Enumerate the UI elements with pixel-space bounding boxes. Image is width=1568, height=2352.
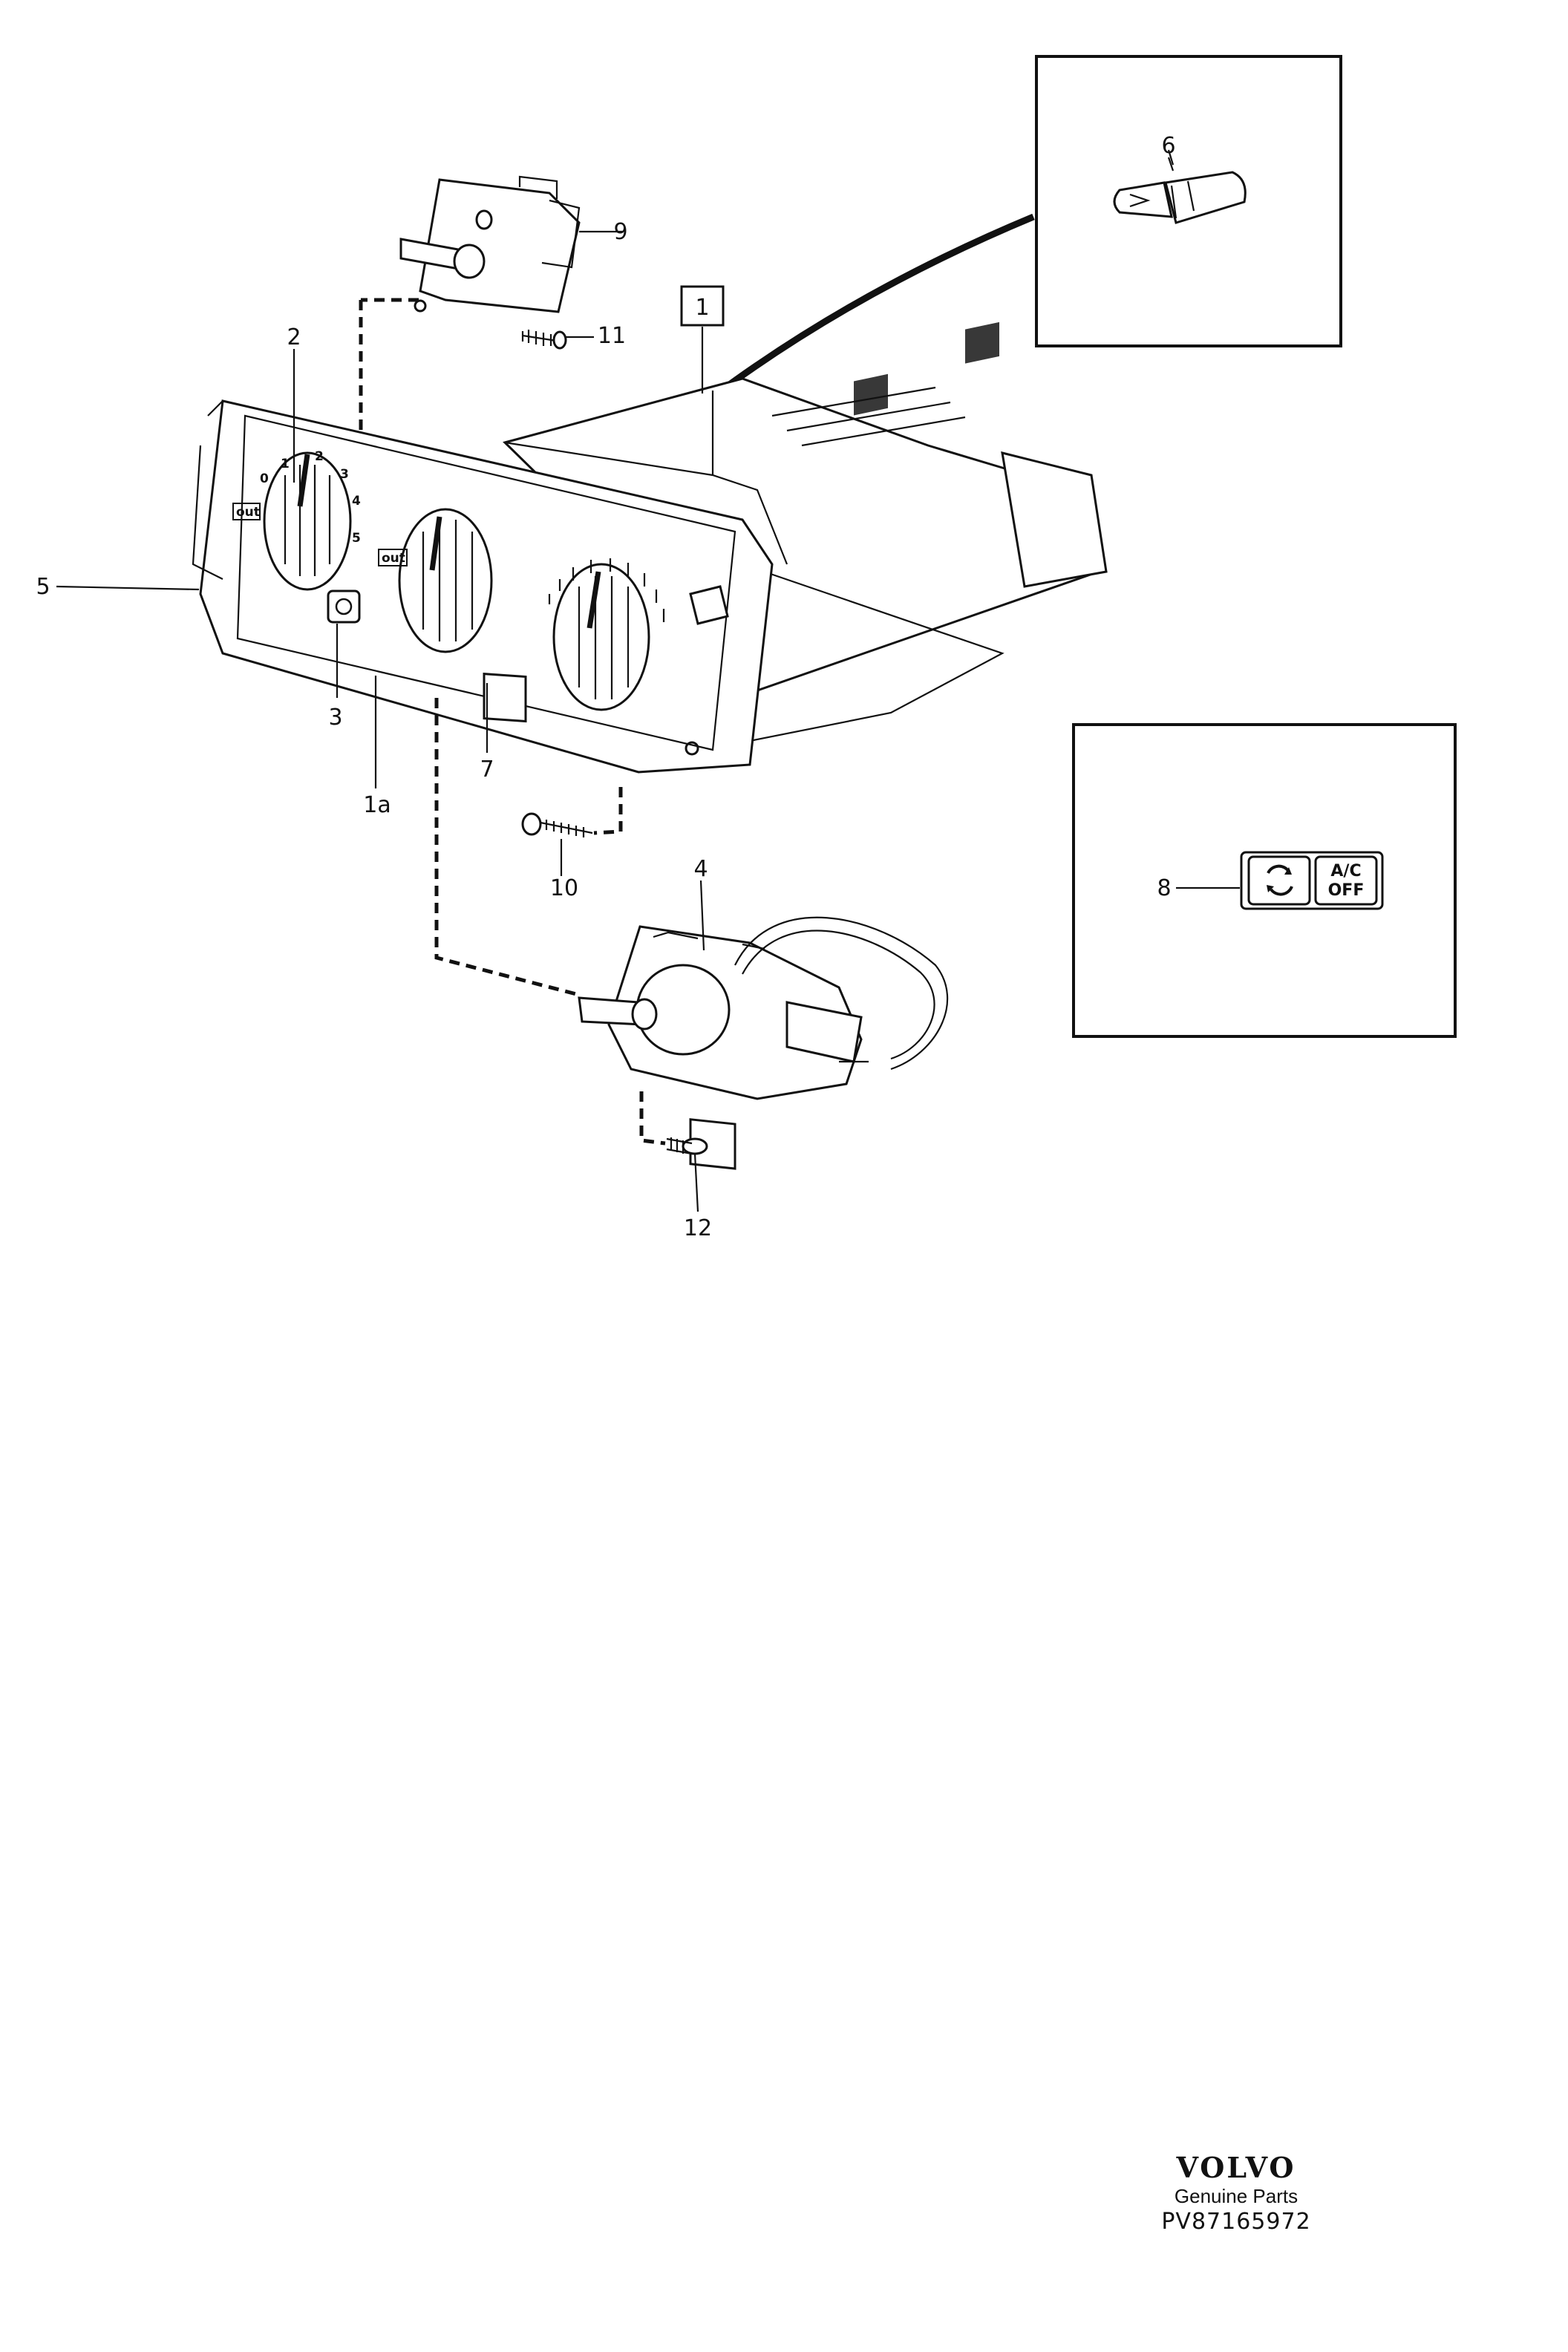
leader-12 (693, 1153, 699, 1212)
callout-1a: 1a (363, 792, 391, 818)
leader-4 (699, 880, 705, 951)
leader-5 (56, 585, 200, 591)
fan-scale-4: 4 (352, 494, 361, 509)
fan-scale-5: 5 (352, 531, 361, 546)
fan-scale-0: 0 (260, 471, 269, 486)
screw-11 (521, 330, 567, 350)
temperature-control-4 (578, 916, 949, 1170)
callout-2: 2 (287, 324, 301, 350)
ac-label: A/C (1330, 862, 1361, 881)
callout-9: 9 (613, 219, 627, 245)
tagline: Genuine Parts (1174, 2185, 1298, 2207)
assembly-line-4 (434, 698, 580, 997)
ac-switch-8: A/C OFF (1240, 851, 1384, 910)
callout-12: 12 (684, 1215, 712, 1241)
bulb-6 (1113, 149, 1247, 224)
footer: VOLVO Genuine Parts PV87165972 (1143, 2152, 1329, 2236)
callout-3: 3 (328, 705, 342, 731)
screw-12 (666, 1137, 708, 1155)
fan-switch-9 (399, 175, 581, 313)
part-number: PV87165972 (1161, 2209, 1311, 2235)
leader-6 (1167, 157, 1175, 172)
off-label: OFF (1328, 881, 1365, 900)
callout-4: 4 (693, 856, 708, 882)
callout-7: 7 (480, 757, 494, 783)
callout-10: 10 (550, 875, 578, 901)
distribution-out-label: out (382, 551, 405, 566)
detail-box-bulb (1035, 55, 1342, 347)
callout-6: 6 (1161, 133, 1175, 159)
callout-11: 11 (598, 323, 626, 349)
assembly-line-10 (593, 787, 623, 835)
screw-10 (521, 812, 593, 837)
callout-8: 8 (1157, 875, 1171, 901)
fan-scale-1: 1 (281, 457, 290, 471)
control-panel-1a: 0 1 2 3 4 5 out out (192, 321, 1108, 774)
assembly-line-12 (639, 1091, 666, 1146)
brand-logo: VOLVO (1176, 2151, 1296, 2184)
callout-box-1 (680, 285, 725, 327)
fan-out-label: out (236, 505, 260, 520)
detail-box-switch (1072, 723, 1457, 1038)
fan-scale-3: 3 (340, 467, 349, 482)
fan-scale-2: 2 (315, 449, 324, 464)
recirculation-icon (1267, 864, 1293, 896)
callout-1: 1 (695, 295, 709, 321)
callout-5: 5 (36, 574, 50, 600)
